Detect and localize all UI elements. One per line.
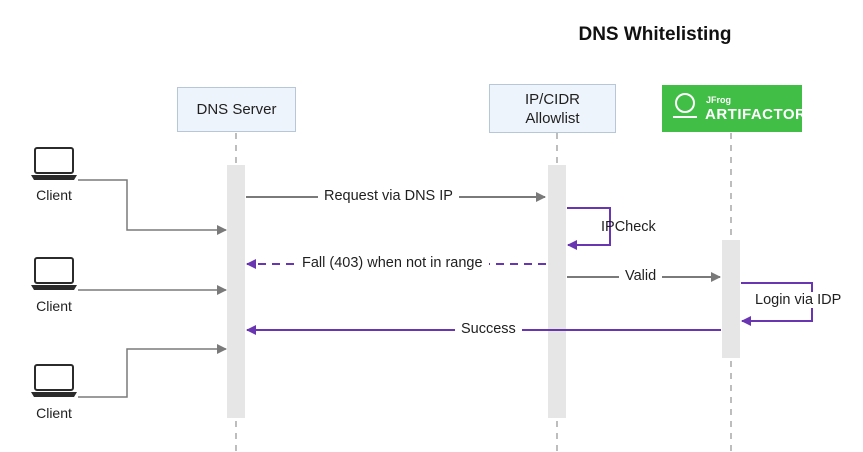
laptop-icon [31, 147, 77, 180]
valid-label: Valid [619, 268, 663, 284]
dns-server-label: DNS Server [196, 101, 277, 118]
artifactory-logo-box: JFrog ARTIFACTORY [662, 85, 816, 132]
client-label: Client [36, 187, 72, 203]
diagram-title: DNS Whitelisting [578, 24, 732, 45]
artifactory-brand: JFrog [706, 95, 732, 105]
request-label: Request via DNS IP [318, 188, 459, 204]
client-label: Client [36, 405, 72, 421]
allowlist-box: IP/CIDR Allowlist [489, 84, 616, 133]
dns-server-activation [227, 165, 245, 418]
success-label: Success [455, 321, 522, 337]
artifactory-ring-icon [675, 93, 695, 113]
fall-label: Fall (403) when not in range [296, 255, 489, 271]
laptop-icon [31, 257, 77, 290]
allowlist-label-line1: IP/CIDR [524, 90, 580, 108]
login-label: Login via IDP [749, 292, 848, 308]
artifactory-base-icon [673, 116, 697, 118]
laptop-icon [31, 364, 77, 397]
artifactory-name: ARTIFACTORY [705, 106, 817, 123]
ipcheck-label: IPCheck [601, 219, 656, 235]
client3-connector [78, 344, 227, 398]
allowlist-label-line2: Allowlist [525, 109, 580, 127]
client1-connector [78, 179, 227, 235]
dns-server-box: DNS Server [177, 87, 296, 132]
artifactory-activation [722, 240, 740, 358]
ipcheck-loop-arrow [567, 207, 611, 250]
allowlist-activation [548, 165, 566, 418]
client-label: Client [36, 298, 72, 314]
